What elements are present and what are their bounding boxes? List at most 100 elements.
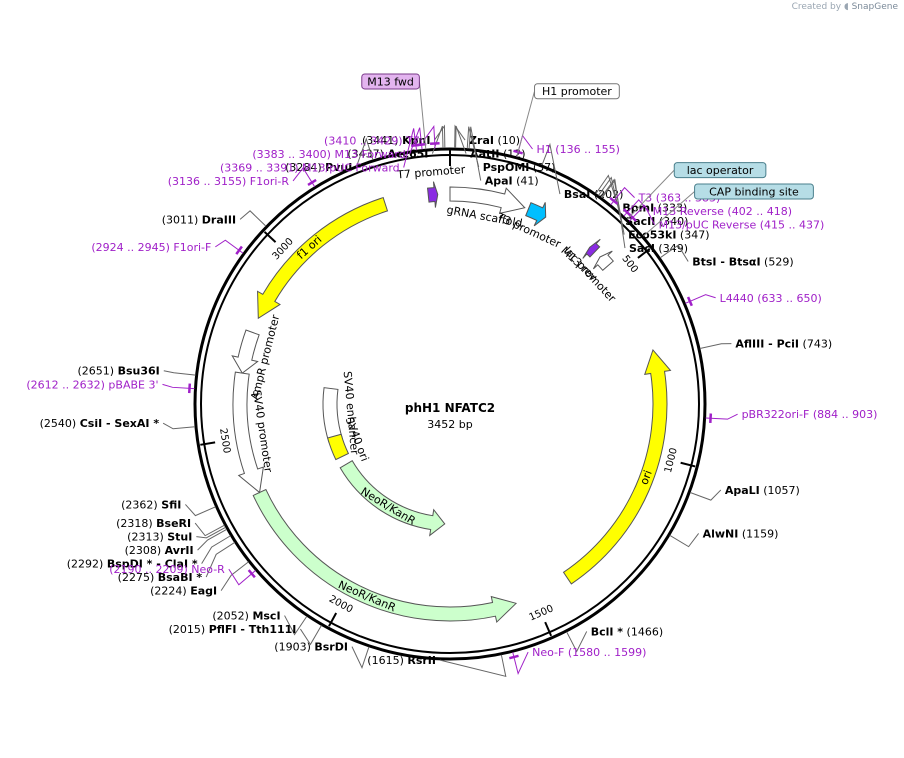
site-coord-saci: (349) xyxy=(655,242,688,255)
site-leader-bsabi xyxy=(205,542,235,578)
primer-bar-f1ori-f xyxy=(235,245,243,255)
site-bsabi: (2275) BsaBI * xyxy=(118,542,235,584)
primer-bar-f1ori-r xyxy=(307,178,317,187)
site-name-bsu36i: Bsu36I xyxy=(118,365,160,378)
primer-f1ori-r: (3136 .. 3155) F1ori-R xyxy=(168,167,317,188)
primer-leader-f1ori-r xyxy=(292,167,316,187)
site-name-eco53ki: Eco53kI xyxy=(628,229,676,242)
site-apai: ApaI (41) xyxy=(468,126,539,188)
feature-label-neor-kanr: NeoR/KanR xyxy=(358,485,418,528)
site-coord-bsabi: (2275) xyxy=(118,571,158,584)
site-name-afliii: AflIII xyxy=(735,338,764,351)
site-leader-msci xyxy=(284,615,308,636)
site-coord-alwni: (1159) xyxy=(738,527,778,540)
site-coord-eagi: (2224) xyxy=(150,585,190,598)
primer-text-neo-r: (2190 .. 2209) Neo-R xyxy=(109,563,225,576)
tick-mark-1500 xyxy=(544,621,553,637)
site-afliii: AflIII - PciI (743) xyxy=(699,338,832,351)
site-name-zrai: ZraI xyxy=(469,134,494,147)
site-coord-stui: (2313) xyxy=(127,531,167,544)
site-coord-pvui: (3284) xyxy=(285,161,325,174)
site-text-alwni: AlwNI (1159) xyxy=(703,527,779,540)
site-leader-avrii xyxy=(197,528,228,551)
boxed-label-m13-fwd: M13 fwd xyxy=(361,73,427,150)
site-leader-stui xyxy=(196,526,226,539)
feature-arrow-neor-kanr xyxy=(339,460,446,537)
site-sep-afliii: - xyxy=(764,338,776,351)
boxed-label-box-h1-promoter xyxy=(534,83,620,100)
site-coord-draiii: (3011) xyxy=(162,213,202,226)
site-text-bsrdi: (1903) BsrDI xyxy=(274,641,348,654)
site-text-csii: (2540) CsiI - SexAI * xyxy=(40,417,160,430)
primer-name-f1ori-f: F1ori-F xyxy=(173,241,211,254)
boxed-label-box-m13-fwd xyxy=(361,73,420,90)
site-name-apali: ApaLI xyxy=(725,484,760,497)
site-name-acc65i: Acc65I xyxy=(387,148,428,161)
site-leader-bcli xyxy=(566,631,588,653)
site-aatii: AatII (12) xyxy=(455,125,526,161)
site-bsu36i: (2651) Bsu36I xyxy=(78,365,196,378)
site-leader-bsrdi xyxy=(351,646,370,670)
primer-bar-l4440 xyxy=(686,296,693,307)
site-name-saci: SacI xyxy=(629,242,655,255)
primer-coord-neo-r: (2190 .. 2209) xyxy=(109,563,191,576)
boxed-label-text-lac-operator: lac operator xyxy=(687,164,754,177)
site-name2-afliii: PciI xyxy=(777,338,799,351)
feature-arrow-grna-scaffold xyxy=(449,186,526,215)
site-leader-draiii xyxy=(239,210,267,227)
site-coord-btsi: (529) xyxy=(761,256,794,269)
primer-name-m13-forward: M13 Forward xyxy=(334,148,405,161)
site-name-rsrii: RsrII xyxy=(407,654,436,667)
site-leader-afliii xyxy=(699,343,732,350)
site-leader-bspdi xyxy=(201,535,231,564)
feature-t7-promoter: T7 promoter xyxy=(396,163,466,208)
primer-bar-t7 xyxy=(429,141,440,146)
backbone-outer-ring xyxy=(193,147,707,661)
primer-coord-m13-puc-forward: (3369 .. 3391) xyxy=(220,161,302,174)
site-text-msci: (2052) MscI xyxy=(212,610,280,623)
site-text-pflfi: (2015) PflFI - Tth111I xyxy=(169,623,297,636)
site-leader-eco53ki xyxy=(600,178,625,235)
site-name2-bspdi: ClaI * xyxy=(165,558,198,571)
primer-leader-pbabe-3 xyxy=(162,383,195,390)
primer-name-neo-f: Neo-F xyxy=(532,646,564,659)
site-text-bcli: BclI * (1466) xyxy=(591,625,663,638)
site-coord-apai: (41) xyxy=(513,175,539,188)
site-eco53ki: Eco53kI (347) xyxy=(600,178,710,242)
tick-mark-2500 xyxy=(200,441,216,446)
site-coord-rsrii: (1615) xyxy=(367,654,407,667)
primer-text-neo-f: Neo-F (1580 .. 1599) xyxy=(532,646,646,659)
primer-coord-m13-forward: (3383 .. 3400) xyxy=(252,148,334,161)
site-name-sfii: SfiI xyxy=(161,498,181,511)
feature-label-ori: ori xyxy=(638,469,655,487)
site-text-eco53ki: Eco53kI (347) xyxy=(628,229,709,242)
site-coord-sfii: (2362) xyxy=(121,498,161,511)
site-leader-pflfi xyxy=(299,625,322,646)
site-sep-csii: - xyxy=(102,417,114,430)
site-pspomi: PspOMI (37) xyxy=(466,126,555,174)
site-coord-acc65i: (3437) xyxy=(347,148,387,161)
snapgene-credit: Created by ◖ SnapGene xyxy=(792,2,898,12)
primer-h1: H1 (136 .. 155) xyxy=(513,134,620,157)
primer-leader-pbr322ori-f xyxy=(705,413,738,420)
site-name-stui: StuI xyxy=(167,531,192,544)
site-pflfi: (2015) PflFI - Tth111I xyxy=(169,623,322,646)
site-draiii: (3011) DraIII xyxy=(162,210,267,227)
boxed-label-h1-promoter: H1 promoter xyxy=(516,83,620,157)
site-avrii: (2308) AvrII xyxy=(125,528,228,557)
site-bsrdi: (1903) BsrDI xyxy=(274,641,370,670)
site-coord-aatii: (12) xyxy=(499,148,525,161)
site-leader-apali xyxy=(690,489,722,501)
primer-coord-l4440: (633 .. 650) xyxy=(754,292,822,305)
primer-bar-m13-puc-forward xyxy=(411,143,421,148)
site-coord-csii: (2540) xyxy=(40,417,80,430)
boxed-label-text-cap-binding-site: CAP binding site xyxy=(709,186,799,199)
site-bseri: (2318) BseRI xyxy=(116,517,225,537)
boxed-label-leader-lac-operator xyxy=(626,169,675,220)
tick-mark-3000 xyxy=(263,231,277,243)
site-coord-pspomi: (37) xyxy=(529,161,555,174)
primer-bar-t3 xyxy=(609,196,619,205)
site-leader-sfii xyxy=(185,504,216,517)
primer-leader-f1ori-f xyxy=(215,239,244,254)
